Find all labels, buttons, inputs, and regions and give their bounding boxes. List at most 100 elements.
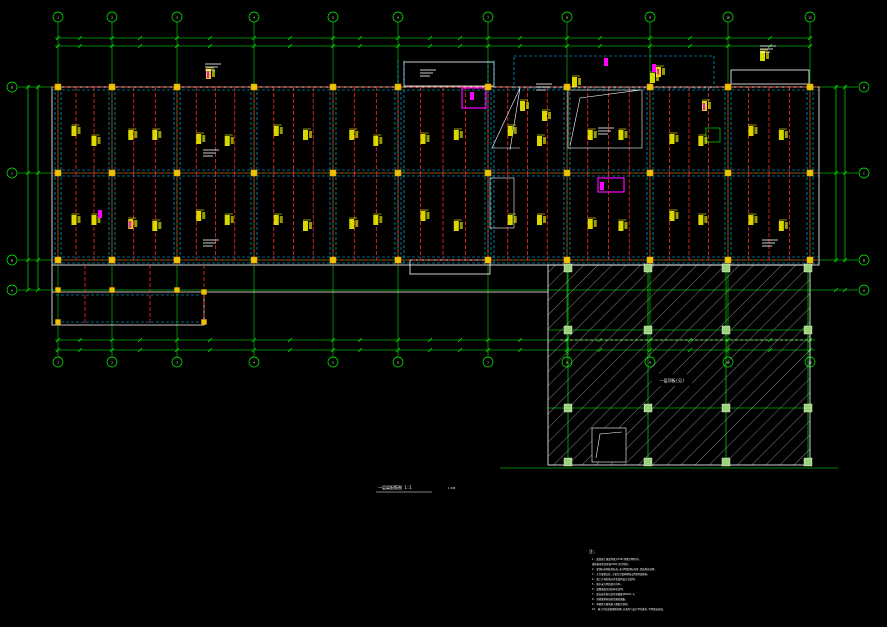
note-line-9: 8. 悬挑梁箍筋加密范围见图集。 — [592, 597, 627, 601]
beam-annotation — [420, 209, 430, 221]
column — [329, 83, 337, 91]
note-line-8: 7. 梁支座负筋长度详见图集16G101-1。 — [592, 592, 637, 596]
beam-annotation — [760, 49, 769, 61]
annotation-text-block — [420, 69, 436, 77]
column — [174, 287, 180, 293]
column — [806, 83, 814, 91]
highlight-mark — [98, 210, 102, 218]
annotation-text-block — [760, 45, 776, 53]
column — [394, 169, 402, 177]
column — [173, 169, 181, 177]
axis-bubble-top-8: 8 — [561, 11, 573, 23]
beam-annotation — [536, 213, 546, 225]
column — [109, 287, 115, 293]
svg-text:5: 5 — [332, 15, 334, 19]
column — [646, 83, 654, 91]
beam-annotation — [698, 134, 708, 146]
beam-annotation — [507, 213, 517, 225]
axis-bubble-top-2: 2 — [106, 11, 118, 23]
beam-annotation — [618, 128, 628, 140]
svg-text:6: 6 — [397, 15, 399, 19]
annotation-text-block — [536, 83, 552, 91]
stair-core-detail — [461, 55, 721, 229]
svg-text:A: A — [11, 288, 13, 292]
axis-bubble-bottom-6: 6 — [392, 356, 404, 368]
annotation-text-block — [203, 239, 219, 247]
beam-annotation — [748, 213, 758, 225]
beam-annotation — [91, 134, 101, 146]
svg-text:8: 8 — [566, 15, 568, 19]
beam-annotation — [453, 128, 463, 140]
axis-labels: 11223344556677889910101111DDCCBBAA — [6, 11, 870, 368]
beam-annotation — [302, 219, 312, 231]
note-line-7: 6. 梁腰筋做法见结构总说明。 — [592, 587, 625, 591]
column — [563, 403, 573, 413]
svg-text:3: 3 — [176, 360, 178, 364]
column — [484, 169, 492, 177]
axis-bubble-left-C: C — [6, 167, 18, 179]
svg-text:2: 2 — [111, 15, 113, 19]
annotation-text-block — [762, 239, 778, 247]
svg-text:7: 7 — [487, 360, 489, 364]
beam-annotation — [587, 128, 597, 140]
axis-bubble-bottom-7: 7 — [482, 356, 494, 368]
beam-annotation — [152, 128, 162, 140]
beam-annotation — [71, 213, 81, 225]
column — [643, 457, 653, 467]
axis-bubble-bottom-4: 4 — [248, 356, 260, 368]
beam-annotation — [302, 128, 312, 140]
drawing-title: 一层梁配筋图 1:1 — [378, 484, 412, 490]
svg-text:D: D — [11, 85, 13, 89]
column — [329, 169, 337, 177]
svg-text:4: 4 — [253, 15, 255, 19]
column — [724, 169, 732, 177]
beam-annotation — [349, 128, 359, 140]
beam-annotation — [507, 124, 517, 136]
column — [108, 169, 116, 177]
column — [721, 263, 731, 273]
column — [724, 83, 732, 91]
beam-annotation — [587, 217, 597, 229]
column — [563, 83, 571, 91]
highlight-mark — [600, 182, 604, 190]
beam-annotation — [453, 219, 463, 231]
column — [721, 457, 731, 467]
axis-bubble-top-7: 7 — [482, 11, 494, 23]
svg-text:1: 1 — [57, 360, 59, 364]
note-line-1: 1. 梁混凝土强度等级为C30(特殊注明除外)。 — [592, 557, 642, 561]
beam-annotation — [273, 124, 283, 136]
column — [803, 403, 813, 413]
svg-text:7: 7 — [487, 15, 489, 19]
column — [484, 83, 492, 91]
column — [643, 325, 653, 335]
column — [329, 256, 337, 264]
beam-annotation — [196, 209, 206, 221]
column — [250, 256, 258, 264]
axis-bubble-top-11: 11 — [804, 11, 816, 23]
beam-annotation — [420, 132, 430, 144]
note-line-11: 10. 施工时如发现图纸问题,应及时与设计单位联系,不得擅自修改。 — [592, 607, 665, 611]
beam-annotation — [618, 219, 628, 231]
svg-text:B: B — [11, 258, 13, 262]
svg-text:B: B — [863, 258, 865, 262]
svg-text:6: 6 — [397, 360, 399, 364]
beam-annotation — [196, 132, 206, 144]
column — [563, 263, 573, 273]
axis-bubble-left-D: D — [6, 81, 18, 93]
svg-text:4: 4 — [253, 360, 255, 364]
annotation-text-block — [205, 63, 221, 71]
beam-annotation — [128, 217, 138, 229]
svg-text:11: 11 — [808, 15, 812, 19]
column — [484, 256, 492, 264]
column — [394, 256, 402, 264]
beam-annotation — [520, 99, 529, 111]
svg-text:C: C — [863, 171, 865, 175]
beam-annotation — [373, 213, 383, 225]
column — [803, 263, 813, 273]
highlight-mark — [652, 64, 656, 72]
column — [55, 287, 61, 293]
column — [563, 325, 573, 335]
column — [54, 83, 62, 91]
beam-annotation — [152, 219, 162, 231]
